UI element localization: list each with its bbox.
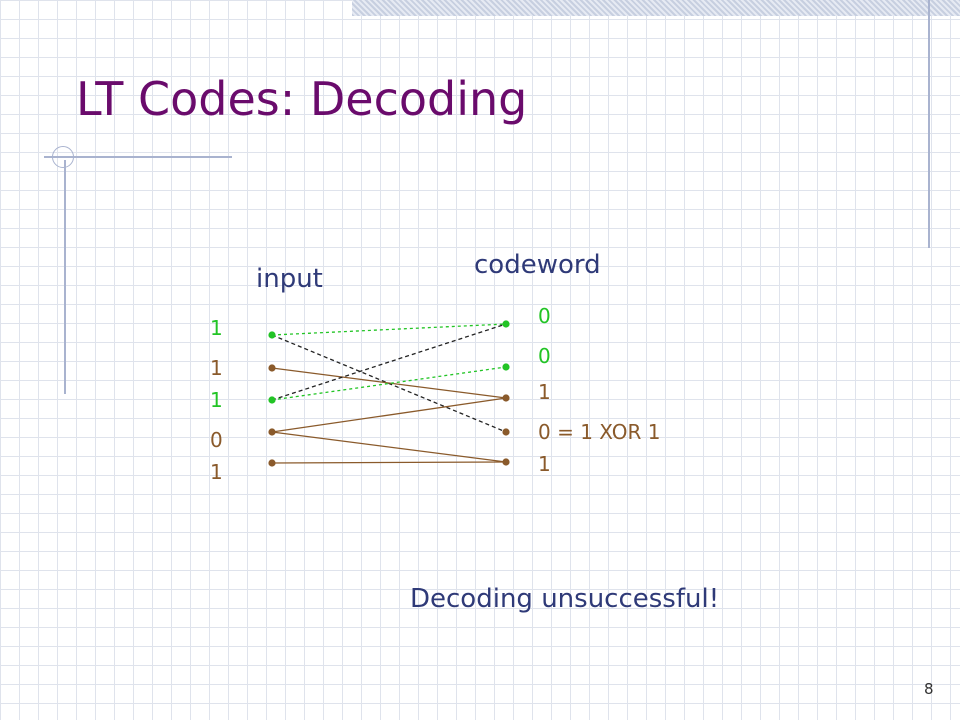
input-node	[268, 396, 276, 404]
input-bit: 1	[210, 460, 223, 484]
input-node	[268, 428, 276, 436]
codeword-bit: 1	[538, 452, 551, 476]
graph-edge	[271, 397, 507, 433]
input-bit: 1	[210, 356, 223, 380]
codeword-node	[502, 458, 510, 466]
input-node	[268, 364, 276, 372]
page-number: 8	[924, 680, 934, 698]
frame-line-right	[928, 0, 930, 248]
graph-edge	[271, 323, 507, 336]
codeword-bit: 0	[538, 344, 551, 368]
codeword-bit: 0 = 1 XOR 1	[538, 420, 661, 444]
input-bit: 0	[210, 428, 223, 452]
codeword-bit: 1	[538, 380, 551, 404]
graph-edge	[271, 367, 507, 399]
codeword-label: codeword	[474, 250, 601, 280]
decoding-status-message: Decoding unsuccessful!	[410, 584, 720, 614]
codeword-node	[502, 363, 510, 371]
graph-edge	[271, 323, 507, 401]
graph-edge	[271, 461, 507, 464]
codeword-node	[502, 320, 510, 328]
input-bit: 1	[210, 388, 223, 412]
input-label: input	[256, 264, 323, 294]
input-bit: 1	[210, 316, 223, 340]
frame-line-left	[64, 160, 66, 394]
codeword-node	[502, 428, 510, 436]
input-node	[268, 331, 276, 339]
frame-circle-ornament	[52, 146, 74, 168]
top-decorative-bar	[352, 0, 960, 16]
graph-edge	[271, 431, 507, 463]
frame-line-horizontal	[44, 156, 232, 158]
input-node	[268, 459, 276, 467]
codeword-node	[502, 394, 510, 402]
codeword-bit: 0	[538, 304, 551, 328]
slide-title: LT Codes: Decoding	[76, 72, 528, 126]
